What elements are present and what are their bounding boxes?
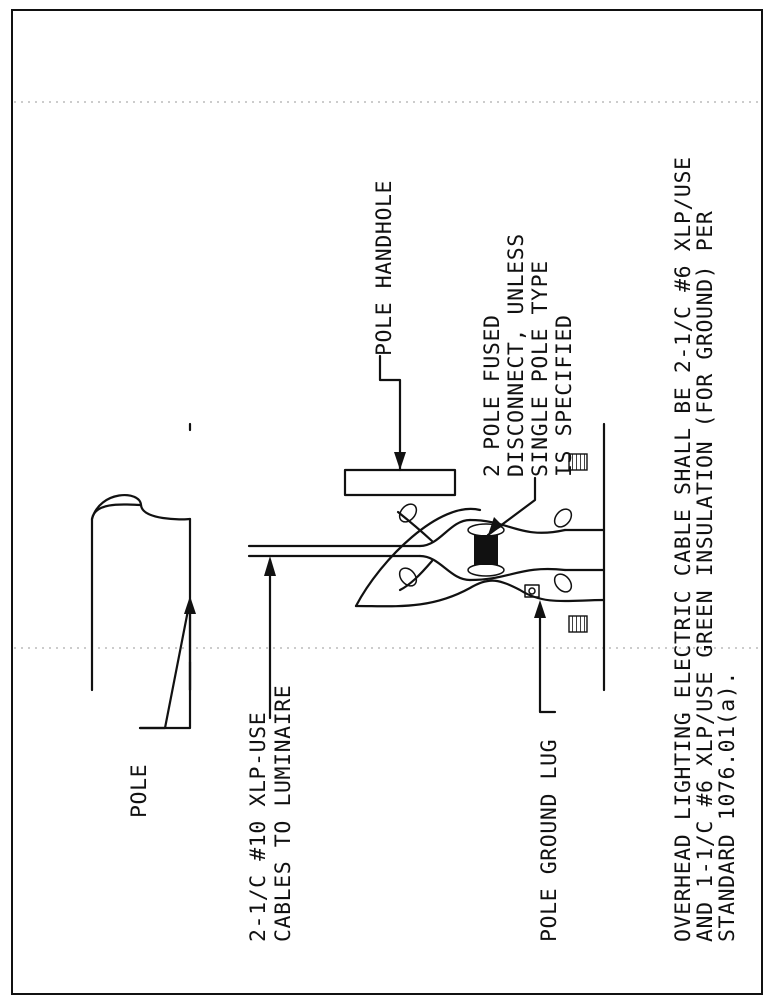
- label-handhole: POLE HANDHOLE: [372, 180, 397, 356]
- fused-disconnect: [467, 523, 505, 577]
- connector-2: [398, 567, 418, 587]
- label-fused-line4: IS SPECIFIED: [552, 314, 577, 477]
- pole-handhole: [343, 468, 457, 497]
- label-cables-line2: CABLES TO LUMINAIRE: [271, 685, 296, 942]
- fused-leader: [486, 476, 537, 537]
- label-fused-line1: 2 POLE FUSED: [480, 314, 505, 477]
- label-fused-line2: DISCONNECT, UNLESS: [504, 233, 529, 477]
- anchor-bolt-bottom: [568, 615, 588, 633]
- note-line1: OVERHEAD LIGHTING ELECTRIC CABLE SHALL B…: [671, 156, 696, 942]
- pole-leader: [138, 660, 192, 730]
- connector-3: [553, 508, 573, 528]
- note-line3: STANDARD 1076.01(a).: [715, 671, 740, 942]
- pole: [90, 493, 192, 692]
- label-ground-lug: POLE GROUND LUG: [537, 739, 562, 942]
- ground-lug: [524, 584, 540, 598]
- anchor-bolt-top: [568, 453, 588, 471]
- connector-1: [398, 503, 418, 523]
- drawing-border: [11, 9, 763, 995]
- label-fused-line3: SINGLE POLE TYPE: [528, 260, 553, 477]
- ground-lug-leader: [538, 604, 557, 714]
- label-cables-line1: 2-1/C #10 XLP-USE: [246, 712, 271, 942]
- connector-4: [553, 573, 573, 593]
- handhole-leader: [378, 354, 402, 472]
- label-pole: POLE: [127, 764, 152, 818]
- note-line2: AND 1-1/C #6 XLP/USE GREEN INSULATION (F…: [693, 211, 718, 942]
